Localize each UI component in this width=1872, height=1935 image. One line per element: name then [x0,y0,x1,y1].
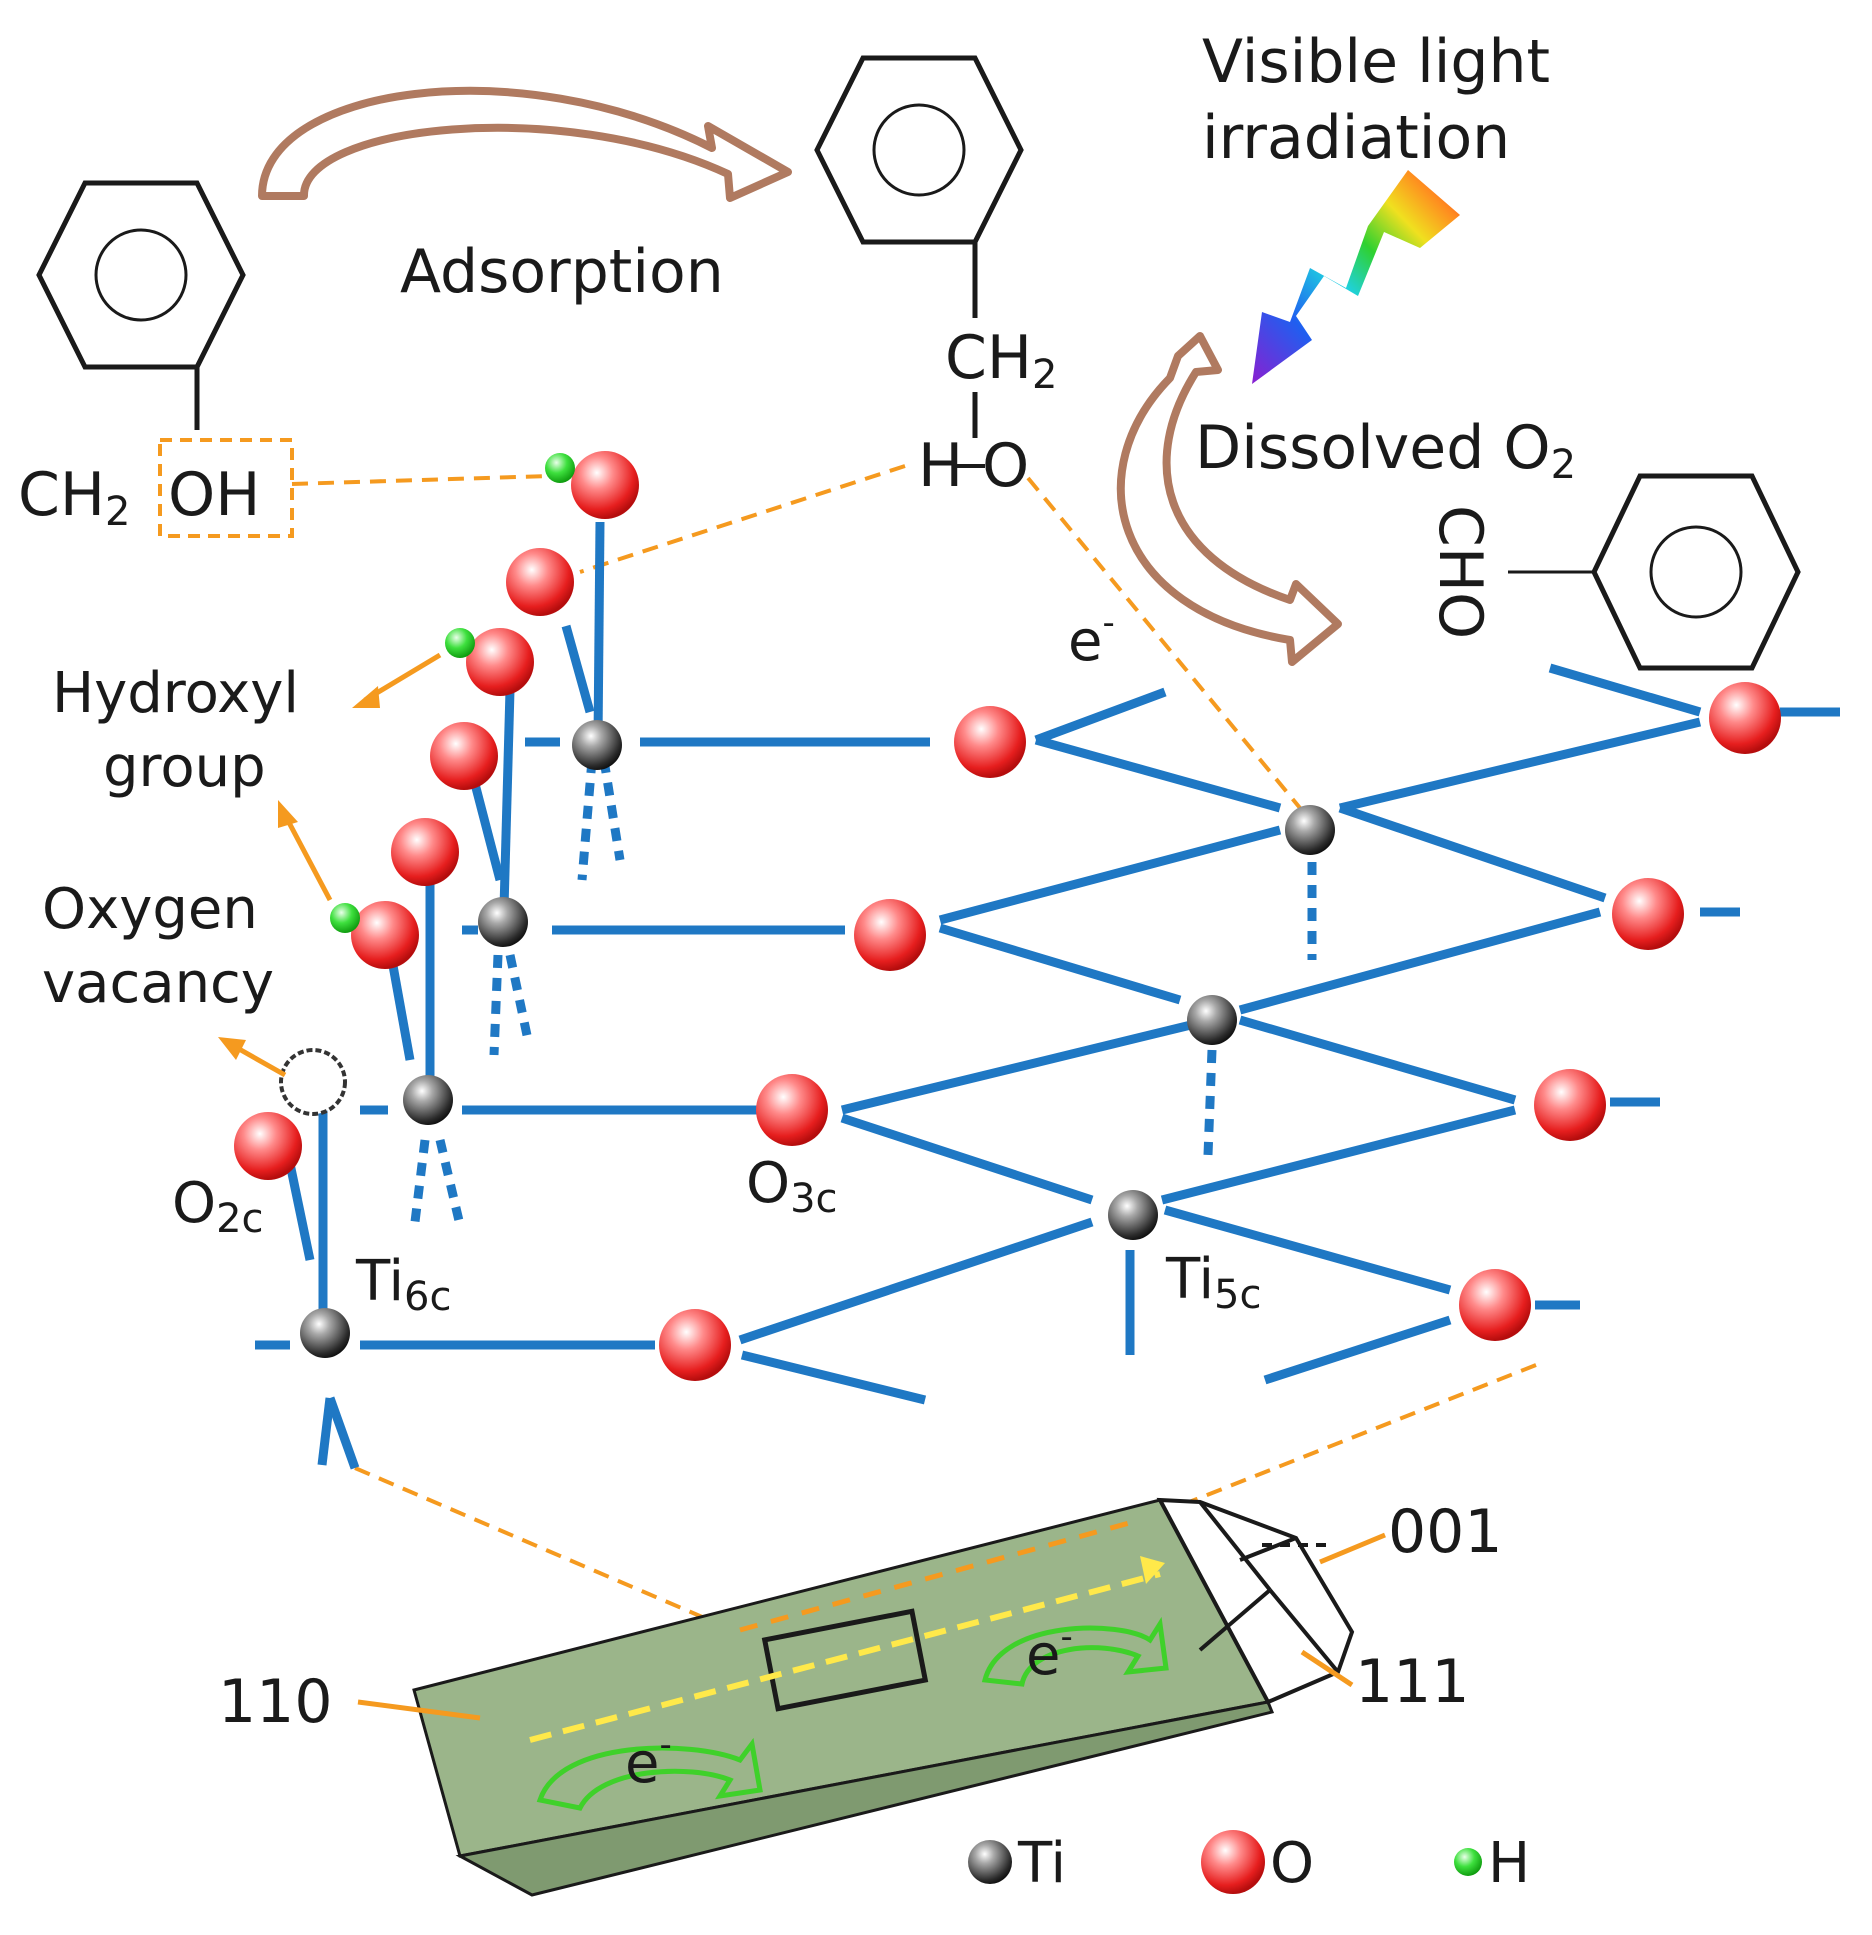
oxygen-atom [854,899,926,971]
oxygen-atom [351,901,419,969]
benzene-ring-left [36,180,246,370]
leader-o-to-ti [1026,476,1302,810]
oxygen-atom [1534,1069,1606,1141]
electron-transfer-arrow-left [536,1737,763,1811]
electron-transfer-arrow-right [981,1616,1169,1687]
leader-h-to-oxygen [579,464,906,574]
reactant-oh-label: OH [168,460,260,530]
oxygen-atom [391,818,459,886]
legend-h-label: H [1488,1831,1530,1896]
oxygen-atom [954,706,1026,778]
oxygen-atom [659,1309,731,1381]
oxygen-atom [571,451,639,519]
lattice-atoms [234,451,1781,1381]
titanium-atom-ti5c [1108,1190,1158,1240]
titanium-atom [478,897,528,947]
titanium-atom [300,1308,350,1358]
leader-lattice-left [354,1466,757,1642]
electron-path-lower [529,1571,1161,1743]
leader-lines [291,464,1537,1642]
aromatic-circle-right [1649,525,1743,619]
visible-light-label-line1: Visible light [1202,27,1550,97]
hydroxyl-pointer-arrow-2 [282,813,333,902]
crystal-facet-edge [1198,1500,1272,1592]
o2c-label: O2c [172,1171,264,1242]
aromatic-circle-middle [872,103,966,197]
crystal-facet-edge [1198,1588,1272,1652]
leader-lattice-right [1163,1363,1537,1514]
legend-h-swatch [1454,1848,1482,1876]
lattice-bonds [255,521,1840,1470]
facet-001-label: 001 [1388,1497,1503,1567]
legend-o-swatch [1201,1830,1265,1894]
facet-001-pointer [1319,1532,1386,1565]
crystal-bottom-face [455,1700,1275,1897]
reactant-ch2-label: CH2 [18,460,130,535]
oxidation-arrow [1116,332,1342,666]
dissolved-o2-label: Dissolved O2 [1195,413,1576,488]
oh-highlight-box [158,438,294,538]
facet-111-label: 111 [1355,1647,1470,1717]
ti5c-label: Ti5c [1165,1247,1262,1318]
titanium-atom [1187,995,1237,1045]
o3c-label: O3c [746,1151,838,1222]
electron-path-upper [739,1517,1141,1633]
legend-ti-label: Ti [1017,1831,1066,1896]
crystal-facet-edge [1239,1536,1297,1562]
tio2-crystal-rod: e- e- [412,1497,1355,1897]
facet-111-pointer [1300,1649,1354,1688]
visible-light-label-line2: irradiation [1202,103,1510,173]
light-bolt-icon [1252,170,1460,384]
crystal-electron-label-right: e- [1026,1617,1073,1688]
titanium-atom [1285,805,1335,855]
adsorbed-ch2-label: CH2 [945,323,1057,398]
leader-oh-to-hydrogen [291,474,549,486]
adsorption-label: Adsorption [400,237,724,307]
adsorbed-molecule: CH2 H O [814,55,1057,501]
crystal-electron-label-left: e- [625,1725,672,1796]
legend-ti-swatch [968,1840,1012,1884]
benzene-ring-middle [814,55,1024,245]
benzaldehyde-molecule: CHO [1425,473,1801,671]
oxygen-vacancy-label-line2: vacancy [42,951,274,1016]
oxygen-atom-o3c [756,1074,828,1146]
vacancy-pointer-head [218,1037,246,1060]
benzene-ring-right [1591,473,1801,671]
adsorption-arrow [258,86,792,202]
hydrogen-atom [445,628,475,658]
crystal-facet-edge [1268,1588,1340,1674]
oxygen-atom [466,628,534,696]
ti6c-label: Ti6c [355,1249,452,1320]
oxygen-atom-o2c [234,1112,302,1180]
hydrogen-atom [330,903,360,933]
electron-path-arrowhead [1140,1556,1165,1584]
electron-top-label: e- [1068,603,1115,674]
oxygen-atom [1459,1269,1531,1341]
oxygen-atom [430,722,498,790]
benzyl-alcohol-molecule: CH2 OH [18,180,294,538]
facet-110-label: 110 [218,1667,333,1737]
hydroxyl-pointer-head [352,686,380,708]
titanium-atom [572,720,622,770]
atom-legend: Ti O H [968,1830,1530,1896]
product-cho-label: CHO [1425,505,1495,639]
adsorbed-o-label: O [982,431,1029,501]
hydroxyl-label-line2: group [103,735,266,800]
titanium-atom-ti6c [403,1075,453,1125]
facet-110-pointer [357,1699,481,1721]
oxygen-vacancy-site [279,1048,347,1116]
oxygen-vacancy-label-line1: Oxygen [42,877,258,942]
legend-o-label: O [1270,1831,1314,1896]
hydroxyl-pointer-head-2 [278,800,298,828]
oxygen-atom [506,548,574,616]
aromatic-circle-left [94,228,188,322]
oxygen-atom [1612,878,1684,950]
hydroxyl-label-line1: Hydroxyl [52,661,299,726]
hydrogen-atom [545,453,575,483]
oxygen-atom [1709,682,1781,754]
